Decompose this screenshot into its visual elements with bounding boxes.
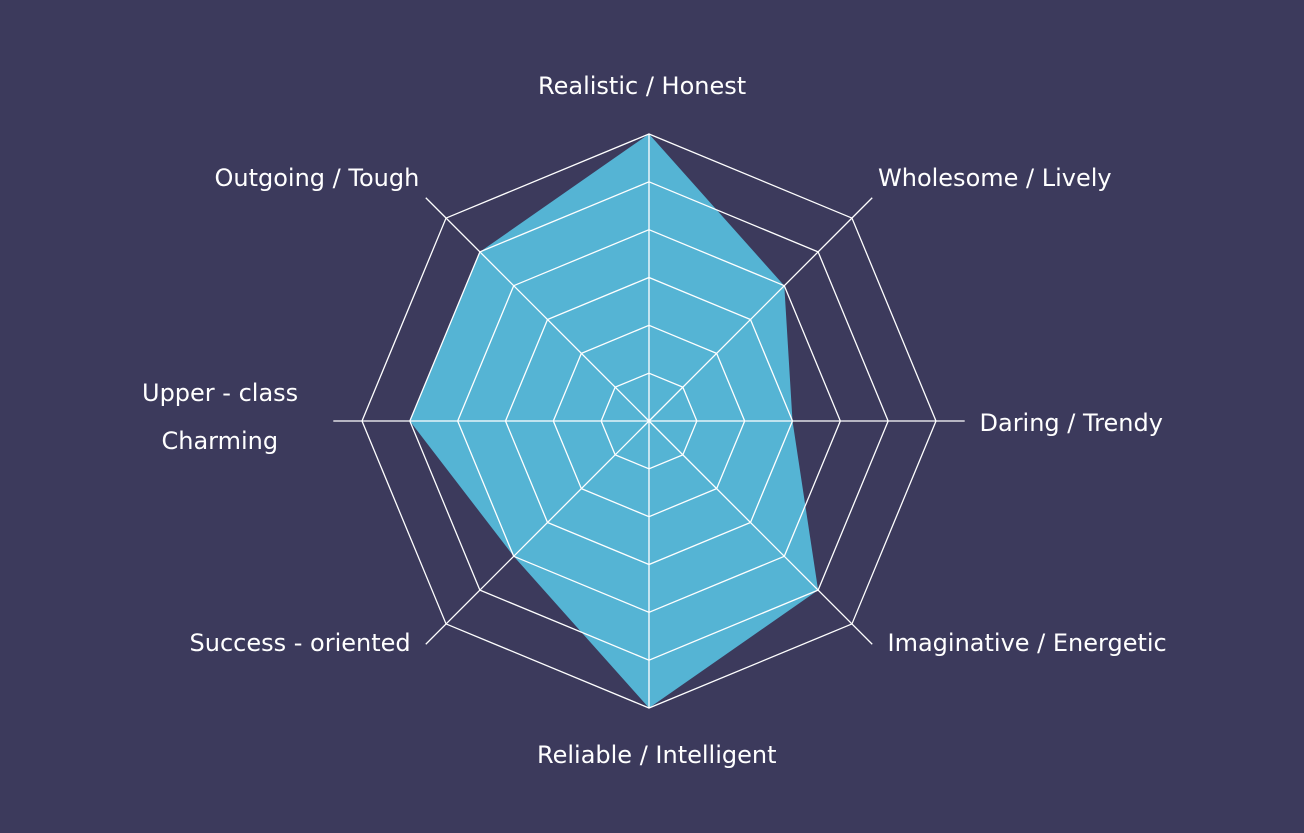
axis-spoke (425, 420, 650, 645)
axis-label: Daring / Trendy (979, 409, 1163, 437)
axis-label: Reliable / Intelligent (537, 741, 777, 769)
axis-label: Imaginative / Energetic (887, 629, 1167, 657)
axis-label: Outgoing / Tough (214, 164, 420, 192)
axis-label: Realistic / Honest (538, 72, 747, 100)
axis-label: Wholesome / Lively (878, 164, 1112, 192)
axis-label: Charming (161, 427, 279, 455)
axis-label: Upper - class (142, 379, 299, 407)
axis-spoke (648, 197, 873, 422)
axis-label: Success - oriented (189, 629, 411, 657)
axis-spoke (648, 420, 873, 645)
axis-spoke (425, 197, 650, 422)
